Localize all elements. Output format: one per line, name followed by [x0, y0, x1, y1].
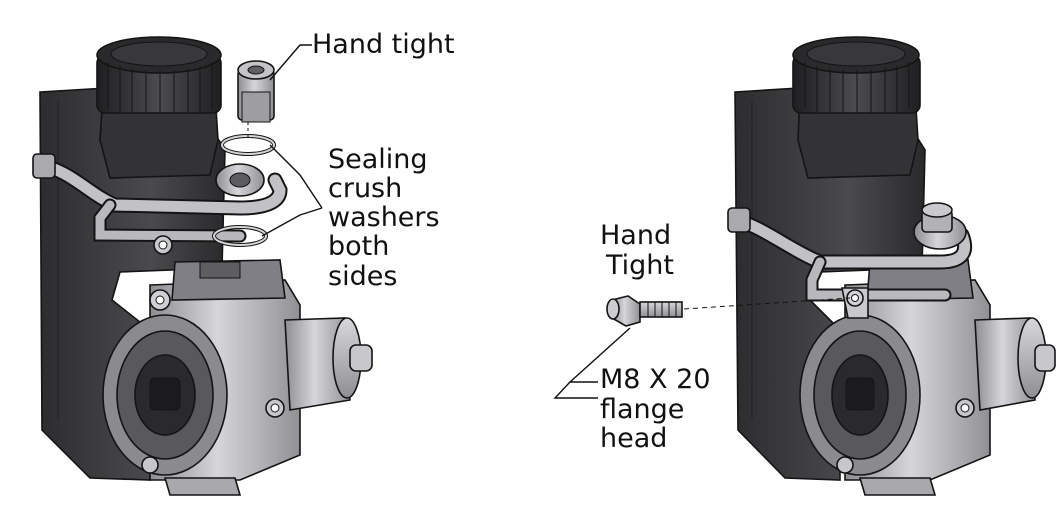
- right-leader-lines: [553, 327, 631, 399]
- right-flange-bolt: [606, 295, 851, 327]
- right-banjo-fitting: [913, 202, 967, 250]
- left-banjo-bolt: [237, 60, 275, 140]
- left-reservoir-cap: [96, 36, 222, 114]
- left-return-pipe: [32, 153, 288, 255]
- label-washers: Sealing crush washers both sides: [328, 144, 448, 292]
- label-bolt-spec: M8 X 20 flange head: [600, 364, 719, 454]
- label-hand-tight-left: Hand tight: [312, 29, 455, 60]
- left-leader-lines: [261, 44, 323, 237]
- label-hand-tight-right: Hand Tight: [600, 220, 680, 281]
- right-return-pipe: [727, 207, 973, 319]
- right-reservoir-cap: [792, 36, 921, 114]
- left-banjo-fitting: [215, 163, 265, 197]
- left-pump-assembly: [32, 36, 373, 496]
- left-pump-housing: [102, 259, 373, 496]
- right-pump-assembly: [727, 36, 1056, 496]
